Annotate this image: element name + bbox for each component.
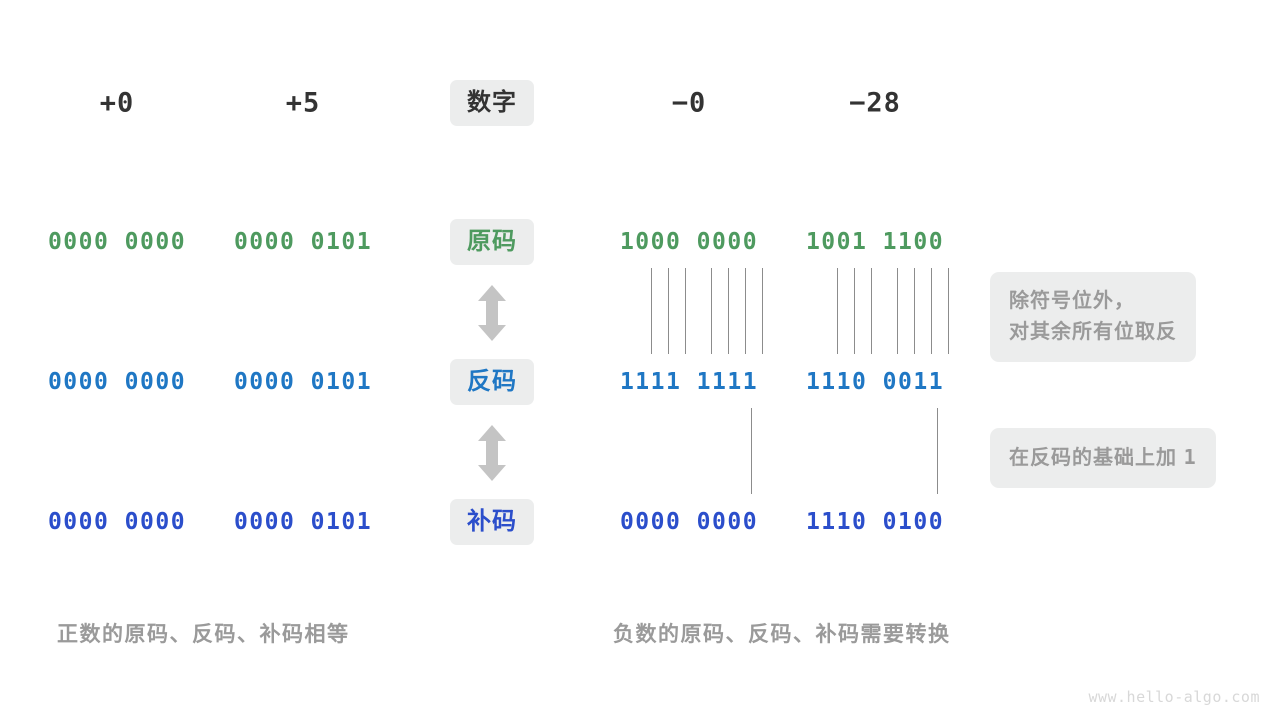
invert-connector [711, 268, 712, 354]
note-add-one-text: 在反码的基础上加 [1009, 447, 1177, 469]
invert-connector [728, 268, 729, 354]
invert-connector [762, 268, 763, 354]
row-label-true-form: 原码 [450, 219, 534, 265]
true-form-plus-five: 0000 0101 [233, 229, 373, 255]
carry-connector [751, 408, 752, 494]
true-form-minus-twentyeight: 1001 1100 [805, 229, 945, 255]
invert-connector [745, 268, 746, 354]
twos-complement-minus-zero: 0000 0000 [619, 509, 759, 535]
row-label-ones-complement: 反码 [450, 359, 534, 405]
invert-connector [668, 268, 669, 354]
invert-connector [871, 268, 872, 354]
note-invert-bits: 除符号位外， 对其余所有位取反 [990, 272, 1196, 362]
header-value-minus-twentyeight: −28 [849, 87, 901, 119]
carry-connector [937, 408, 938, 494]
invert-connector [948, 268, 949, 354]
invert-connector [854, 268, 855, 354]
row-label-number: 数字 [450, 80, 534, 126]
note-invert-line1: 除符号位外， [1009, 290, 1135, 312]
invert-connector [931, 268, 932, 354]
twos-complement-minus-twentyeight: 1110 0100 [805, 509, 945, 535]
double-arrow-vertical-icon [475, 424, 509, 482]
invert-connector [897, 268, 898, 354]
ones-complement-plus-zero: 0000 0000 [47, 369, 187, 395]
true-form-plus-zero: 0000 0000 [47, 229, 187, 255]
twos-complement-plus-five: 0000 0101 [233, 509, 373, 535]
double-arrow-vertical-icon [475, 284, 509, 342]
ones-complement-minus-zero: 1111 1111 [619, 369, 759, 395]
invert-connector [651, 268, 652, 354]
watermark: www.hello-algo.com [1088, 688, 1260, 706]
note-invert-line2: 对其余所有位取反 [1009, 321, 1177, 343]
header-value-plus-five: +5 [285, 87, 321, 119]
true-form-minus-zero: 1000 0000 [619, 229, 759, 255]
twos-complement-plus-zero: 0000 0000 [47, 509, 187, 535]
invert-connector [914, 268, 915, 354]
invert-connector [685, 268, 686, 354]
caption-positive: 正数的原码、反码、补码相等 [57, 623, 350, 646]
header-value-minus-zero: −0 [671, 87, 707, 119]
header-value-plus-zero: +0 [99, 87, 135, 119]
caption-negative: 负数的原码、反码、补码需要转换 [613, 623, 951, 646]
ones-complement-plus-five: 0000 0101 [233, 369, 373, 395]
row-label-twos-complement: 补码 [450, 499, 534, 545]
note-add-one-value: 1 [1183, 445, 1197, 469]
ones-complement-minus-twentyeight: 1110 0011 [805, 369, 945, 395]
note-add-one: 在反码的基础上加 1 [990, 428, 1216, 488]
invert-connector [837, 268, 838, 354]
